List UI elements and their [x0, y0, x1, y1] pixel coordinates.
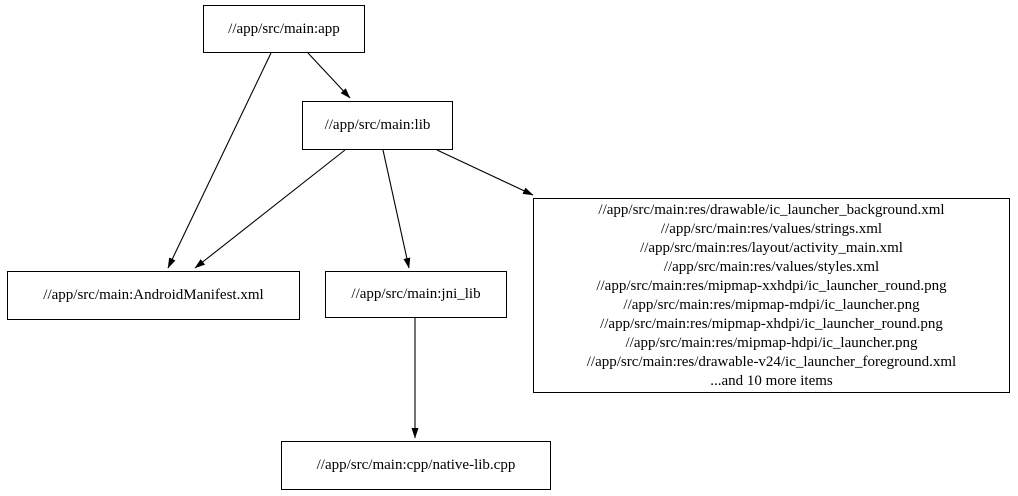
edge-app-to-android-manifest	[167, 52, 272, 269]
res-group-line: //app/src/main:res/mipmap-xhdpi/ic_launc…	[600, 315, 943, 332]
res-group-line: //app/src/main:res/mipmap-hdpi/ic_launch…	[625, 334, 918, 351]
node-lib-label: //app/src/main:lib	[324, 117, 431, 133]
res-group-line: //app/src/main:res/mipmap-mdpi/ic_launch…	[623, 296, 920, 313]
res-group-line: //app/src/main:res/layout/activity_main.…	[640, 239, 903, 256]
node-native-lib-cpp: //app/src/main:cpp/native-lib.cpp	[281, 441, 551, 490]
node-native-lib-cpp-label: //app/src/main:cpp/native-lib.cpp	[316, 457, 516, 473]
res-group-line: //app/src/main:res/drawable-v24/ic_launc…	[586, 353, 957, 370]
node-res-group: //app/src/main:res/drawable/ic_launcher_…	[533, 198, 1010, 393]
node-jni-lib: //app/src/main:jni_lib	[325, 271, 507, 318]
node-android-manifest: //app/src/main:AndroidManifest.xml	[7, 271, 300, 320]
res-group-line: //app/src/main:res/values/strings.xml	[660, 220, 883, 237]
node-lib: //app/src/main:lib	[302, 101, 453, 150]
edge-lib-to-android-manifest	[194, 149, 346, 269]
edge-lib-to-jni-lib	[382, 149, 411, 269]
res-group-line: ...and 10 more items	[710, 372, 833, 389]
node-jni-lib-label: //app/src/main:jni_lib	[351, 286, 481, 302]
res-group-line: //app/src/main:res/mipmap-xxhdpi/ic_laun…	[596, 277, 947, 294]
res-group-line: //app/src/main:res/values/styles.xml	[663, 258, 880, 275]
node-android-manifest-label: //app/src/main:AndroidManifest.xml	[43, 287, 264, 303]
node-app-label: //app/src/main:app	[228, 20, 340, 37]
edge-lib-to-res-group	[436, 149, 534, 196]
res-group-line: //app/src/main:res/drawable/ic_launcher_…	[598, 201, 945, 218]
edge-app-to-lib	[307, 52, 351, 99]
node-app: //app/src/main:app	[203, 5, 365, 53]
